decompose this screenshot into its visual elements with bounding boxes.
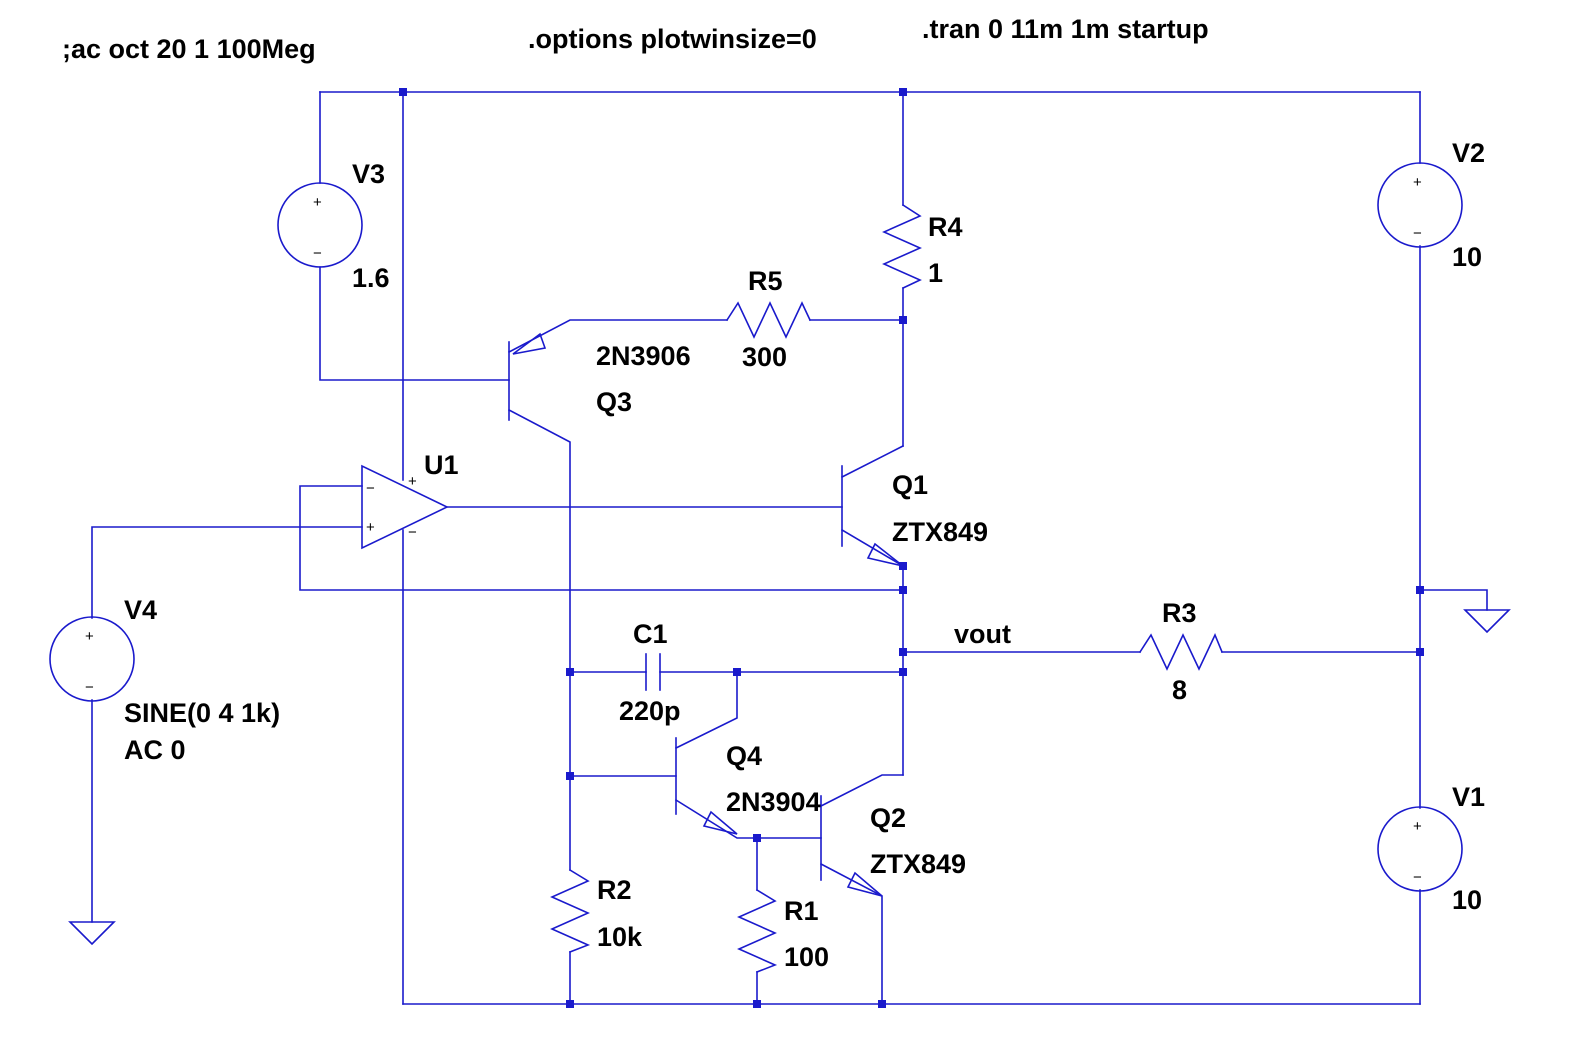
r3-value-label: 8 — [1172, 675, 1187, 705]
v2-value-label: 10 — [1452, 242, 1482, 272]
r2-symbol — [550, 868, 591, 954]
v2-symbol — [1377, 162, 1463, 248]
polarity-marks: + − + − + − + − − + + − — [85, 174, 1422, 886]
r1-symbol — [737, 888, 778, 974]
v4-minus-mark: − — [85, 679, 94, 696]
ground-left — [68, 921, 116, 946]
junction-dot — [753, 834, 761, 842]
wire-q3-collector — [507, 408, 571, 871]
junction-dot — [899, 668, 907, 676]
q1-emitter-line — [840, 528, 905, 568]
q1-name-label: Q1 — [892, 470, 928, 500]
symbols — [49, 162, 1511, 974]
junction-dot — [899, 316, 907, 324]
labels: ;ac oct 20 1 100Meg .options plotwinsize… — [62, 14, 1485, 972]
r4-value-label: 1 — [928, 258, 943, 288]
v1-symbol — [1377, 806, 1463, 892]
r5-value-label: 300 — [742, 342, 787, 372]
junction-dot — [1416, 648, 1424, 656]
wire-right-ground — [1419, 589, 1488, 611]
v1-name-label: V1 — [1452, 782, 1485, 812]
junction-dot — [566, 1000, 574, 1008]
wire-q1-collector — [840, 444, 905, 479]
q3-model-label: 2N3906 — [596, 341, 691, 371]
v3-name-label: V3 — [352, 159, 385, 189]
u1-supply-plus-mark: + — [408, 473, 417, 490]
u1-input-minus-mark: − — [366, 480, 375, 497]
q3-emitter-arrow — [512, 332, 547, 355]
wire-opamp-feedback — [299, 485, 904, 591]
v2-plus-mark: + — [1413, 174, 1422, 191]
q2-name-label: Q2 — [870, 803, 906, 833]
c1-name-label: C1 — [633, 619, 668, 649]
r1-name-label: R1 — [784, 896, 819, 926]
directive-tran: .tran 0 11m 1m startup — [922, 14, 1209, 44]
r5-symbol — [725, 301, 812, 339]
junction-dot — [899, 562, 907, 570]
r2-value-label: 10k — [597, 922, 643, 952]
v3-value-label: 1.6 — [352, 263, 390, 293]
q2-model-label: ZTX849 — [870, 849, 966, 879]
r4-name-label: R4 — [928, 212, 963, 242]
junction-dot — [1416, 586, 1424, 594]
r3-name-label: R3 — [1162, 598, 1197, 628]
v4-value-line2: AC 0 — [124, 735, 186, 765]
v1-value-label: 10 — [1452, 885, 1482, 915]
u1-input-plus-mark: + — [366, 519, 375, 536]
q4-name-label: Q4 — [726, 741, 762, 771]
u1-name-label: U1 — [424, 450, 459, 480]
junction-dot — [399, 88, 407, 96]
q4-emitter-arrow — [702, 810, 738, 835]
v4-name-label: V4 — [124, 595, 157, 625]
q2-emitter-arrow — [846, 871, 883, 897]
wires — [91, 91, 1488, 1005]
q4-model-label: 2N3904 — [726, 787, 821, 817]
wire-q2-emitter — [819, 862, 883, 1005]
v4-value-line1: SINE(0 4 1k) — [124, 698, 280, 728]
wire-q4-emitter — [674, 798, 822, 839]
r4-symbol — [882, 203, 922, 290]
junction-dot — [733, 668, 741, 676]
wire-q4-collector — [674, 671, 738, 750]
c1-value-label: 220p — [619, 696, 681, 726]
junction-dot — [566, 668, 574, 676]
junction-dot — [899, 648, 907, 656]
junction-dot — [899, 586, 907, 594]
v1-minus-mark: − — [1413, 869, 1422, 886]
q1-model-label: ZTX849 — [892, 517, 988, 547]
r5-name-label: R5 — [748, 266, 783, 296]
v3-minus-mark: − — [313, 245, 322, 262]
junction-dot — [753, 1000, 761, 1008]
wire-v4-input — [91, 526, 363, 619]
q3-name-label: Q3 — [596, 387, 632, 417]
v2-minus-mark: − — [1413, 225, 1422, 242]
ground-right — [1463, 609, 1511, 634]
v3-plus-mark: + — [313, 194, 322, 211]
v4-symbol — [49, 616, 135, 702]
r2-name-label: R2 — [597, 875, 632, 905]
v2-name-label: V2 — [1452, 138, 1485, 168]
directive-ac: ;ac oct 20 1 100Meg — [62, 34, 316, 64]
junction-dot — [566, 772, 574, 780]
junctions — [399, 88, 1424, 1008]
r1-value-label: 100 — [784, 942, 829, 972]
r3-symbol — [1138, 633, 1224, 671]
u1-opamp-symbol — [361, 464, 449, 550]
v1-plus-mark: + — [1413, 818, 1422, 835]
q1-emitter-arrow — [866, 542, 904, 567]
directive-options: .options plotwinsize=0 — [528, 24, 817, 54]
wire-v3-bottom — [319, 266, 510, 381]
v3-symbol — [277, 182, 363, 268]
net-label-vout: vout — [954, 619, 1011, 649]
junction-dot — [899, 88, 907, 96]
junction-dot — [878, 1000, 886, 1008]
v4-plus-mark: + — [85, 628, 94, 645]
wire-q2-collector — [819, 774, 904, 808]
u1-supply-minus-mark: − — [408, 524, 417, 541]
